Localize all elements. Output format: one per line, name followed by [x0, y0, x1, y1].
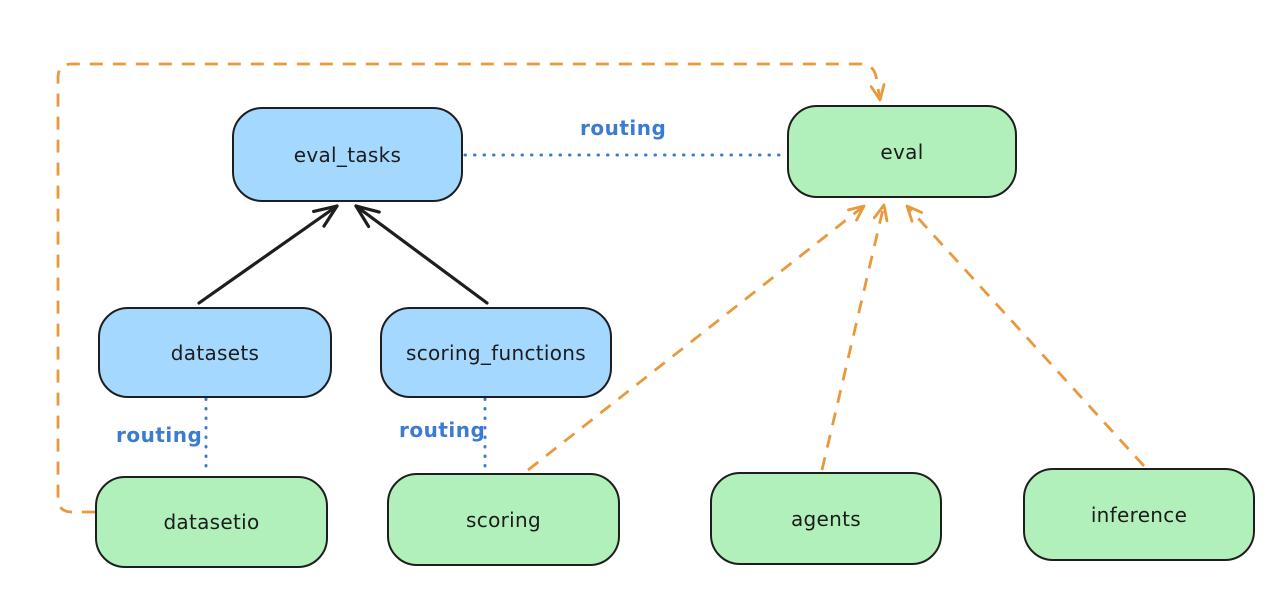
routing-label-scoring-functions-scoring: routing: [399, 418, 486, 442]
node-label-scoring-functions: scoring_functions: [405, 340, 587, 365]
routing-label-datasets-datasetio: routing: [116, 423, 203, 447]
node-label-eval-tasks: eval_tasks: [293, 142, 402, 167]
node-eval: eval: [787, 105, 1017, 198]
node-label-agents: agents: [791, 506, 861, 531]
node-scoring: scoring: [387, 473, 620, 566]
node-scoring-functions: scoring_functions: [380, 307, 612, 398]
edge-inference-to-eval: [905, 204, 1146, 467]
routing-label-eval-tasks-eval: routing: [580, 116, 667, 140]
node-label-inference: inference: [1090, 502, 1188, 527]
edge-datasetio-loop-to-eval: [56, 62, 886, 514]
node-label-datasetio: datasetio: [163, 510, 260, 534]
node-datasets: datasets: [98, 307, 332, 398]
node-inference: inference: [1023, 468, 1255, 561]
node-datasetio: datasetio: [95, 476, 328, 568]
edge-scoring_functions-to-eval_tasks: [354, 204, 489, 305]
node-label-eval: eval: [880, 139, 924, 164]
edge-scoring-to-eval: [527, 204, 866, 472]
node-label-datasets: datasets: [170, 340, 260, 365]
node-label-scoring: scoring: [466, 507, 541, 532]
node-agents: agents: [710, 472, 942, 565]
node-eval-tasks: eval_tasks: [232, 107, 463, 202]
edge-agents-to-eval: [820, 203, 889, 471]
edge-datasets-to-eval_tasks: [197, 204, 339, 305]
